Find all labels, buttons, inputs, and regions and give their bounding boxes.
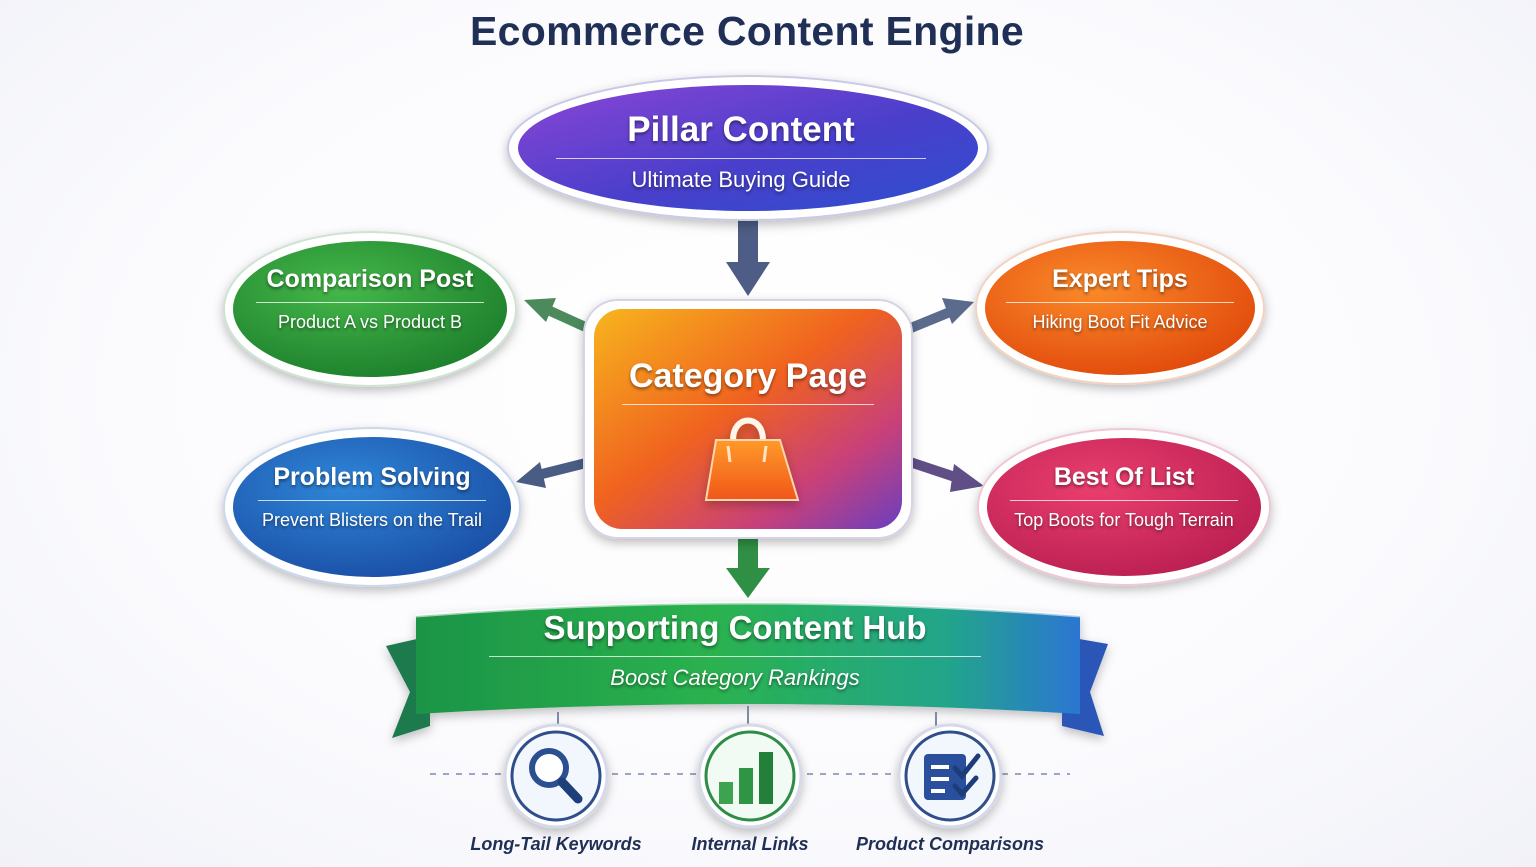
feature-label-links: Internal Links [691,834,809,854]
page-title: Ecommerce Content Engine [470,8,1024,54]
pillar-title: Pillar Content [627,110,855,149]
bestof-title: Best Of List [1053,463,1195,491]
pillar-subtitle: Ultimate Buying Guide [631,167,851,192]
hub-subtitle: Boost Category Rankings [610,665,860,690]
arrow-category-to-problem [516,457,592,488]
bestof-text: Best Of List Top Boots for Tough Terrain [976,460,1272,531]
shopping-bag-icon [704,417,800,501]
problem-divider [258,500,486,501]
bestof-divider [1010,500,1238,501]
category-title: Category Page [628,357,868,395]
hub-title: Supporting Content Hub [543,609,927,646]
pillar-node [518,85,978,211]
category-text: Category Page [590,352,906,405]
checklist-icon [897,723,1003,829]
magnifier-icon [503,723,609,829]
problem-text: Problem Solving Prevent Blisters on the … [224,460,520,531]
comparison-node [233,241,507,377]
arrow-category-to-bestof [908,457,984,492]
category-divider [622,404,874,405]
hub-text: Supporting Content Hub Boost Category Ra… [420,606,1050,691]
hub-divider [489,656,981,657]
arrow-category-to-expert [904,298,974,335]
problem-title: Problem Solving [273,463,471,491]
comparison-title: Comparison Post [266,265,474,293]
expert-divider [1006,302,1234,303]
feature-label-keywords: Long-Tail Keywords [470,834,642,854]
pillar-divider [556,158,926,159]
expert-title: Expert Tips [1052,265,1188,293]
arrow-category-to-comparison [524,298,595,335]
comparison-text: Comparison Post Product A vs Product B [230,262,510,333]
comparison-divider [256,302,484,303]
hub-ribbon [386,601,1108,738]
arrow-pillar-to-category [726,218,770,296]
bestof-node [987,438,1261,576]
expert-text: Expert Tips Hiking Boot Fit Advice [980,262,1260,333]
problem-node [233,437,511,577]
expert-subtitle: Hiking Boot Fit Advice [1032,312,1208,332]
problem-subtitle: Prevent Blisters on the Trail [261,510,483,530]
comparison-subtitle: Product A vs Product B [277,312,463,332]
expert-node [985,241,1255,375]
arrow-category-to-hub [726,534,770,598]
pillar-text: Pillar Content Ultimate Buying Guide [548,106,934,193]
bar-chart-icon [697,723,803,829]
bestof-subtitle: Top Boots for Tough Terrain [1014,510,1234,530]
feature-label-comparisons: Product Comparisons [855,834,1045,854]
